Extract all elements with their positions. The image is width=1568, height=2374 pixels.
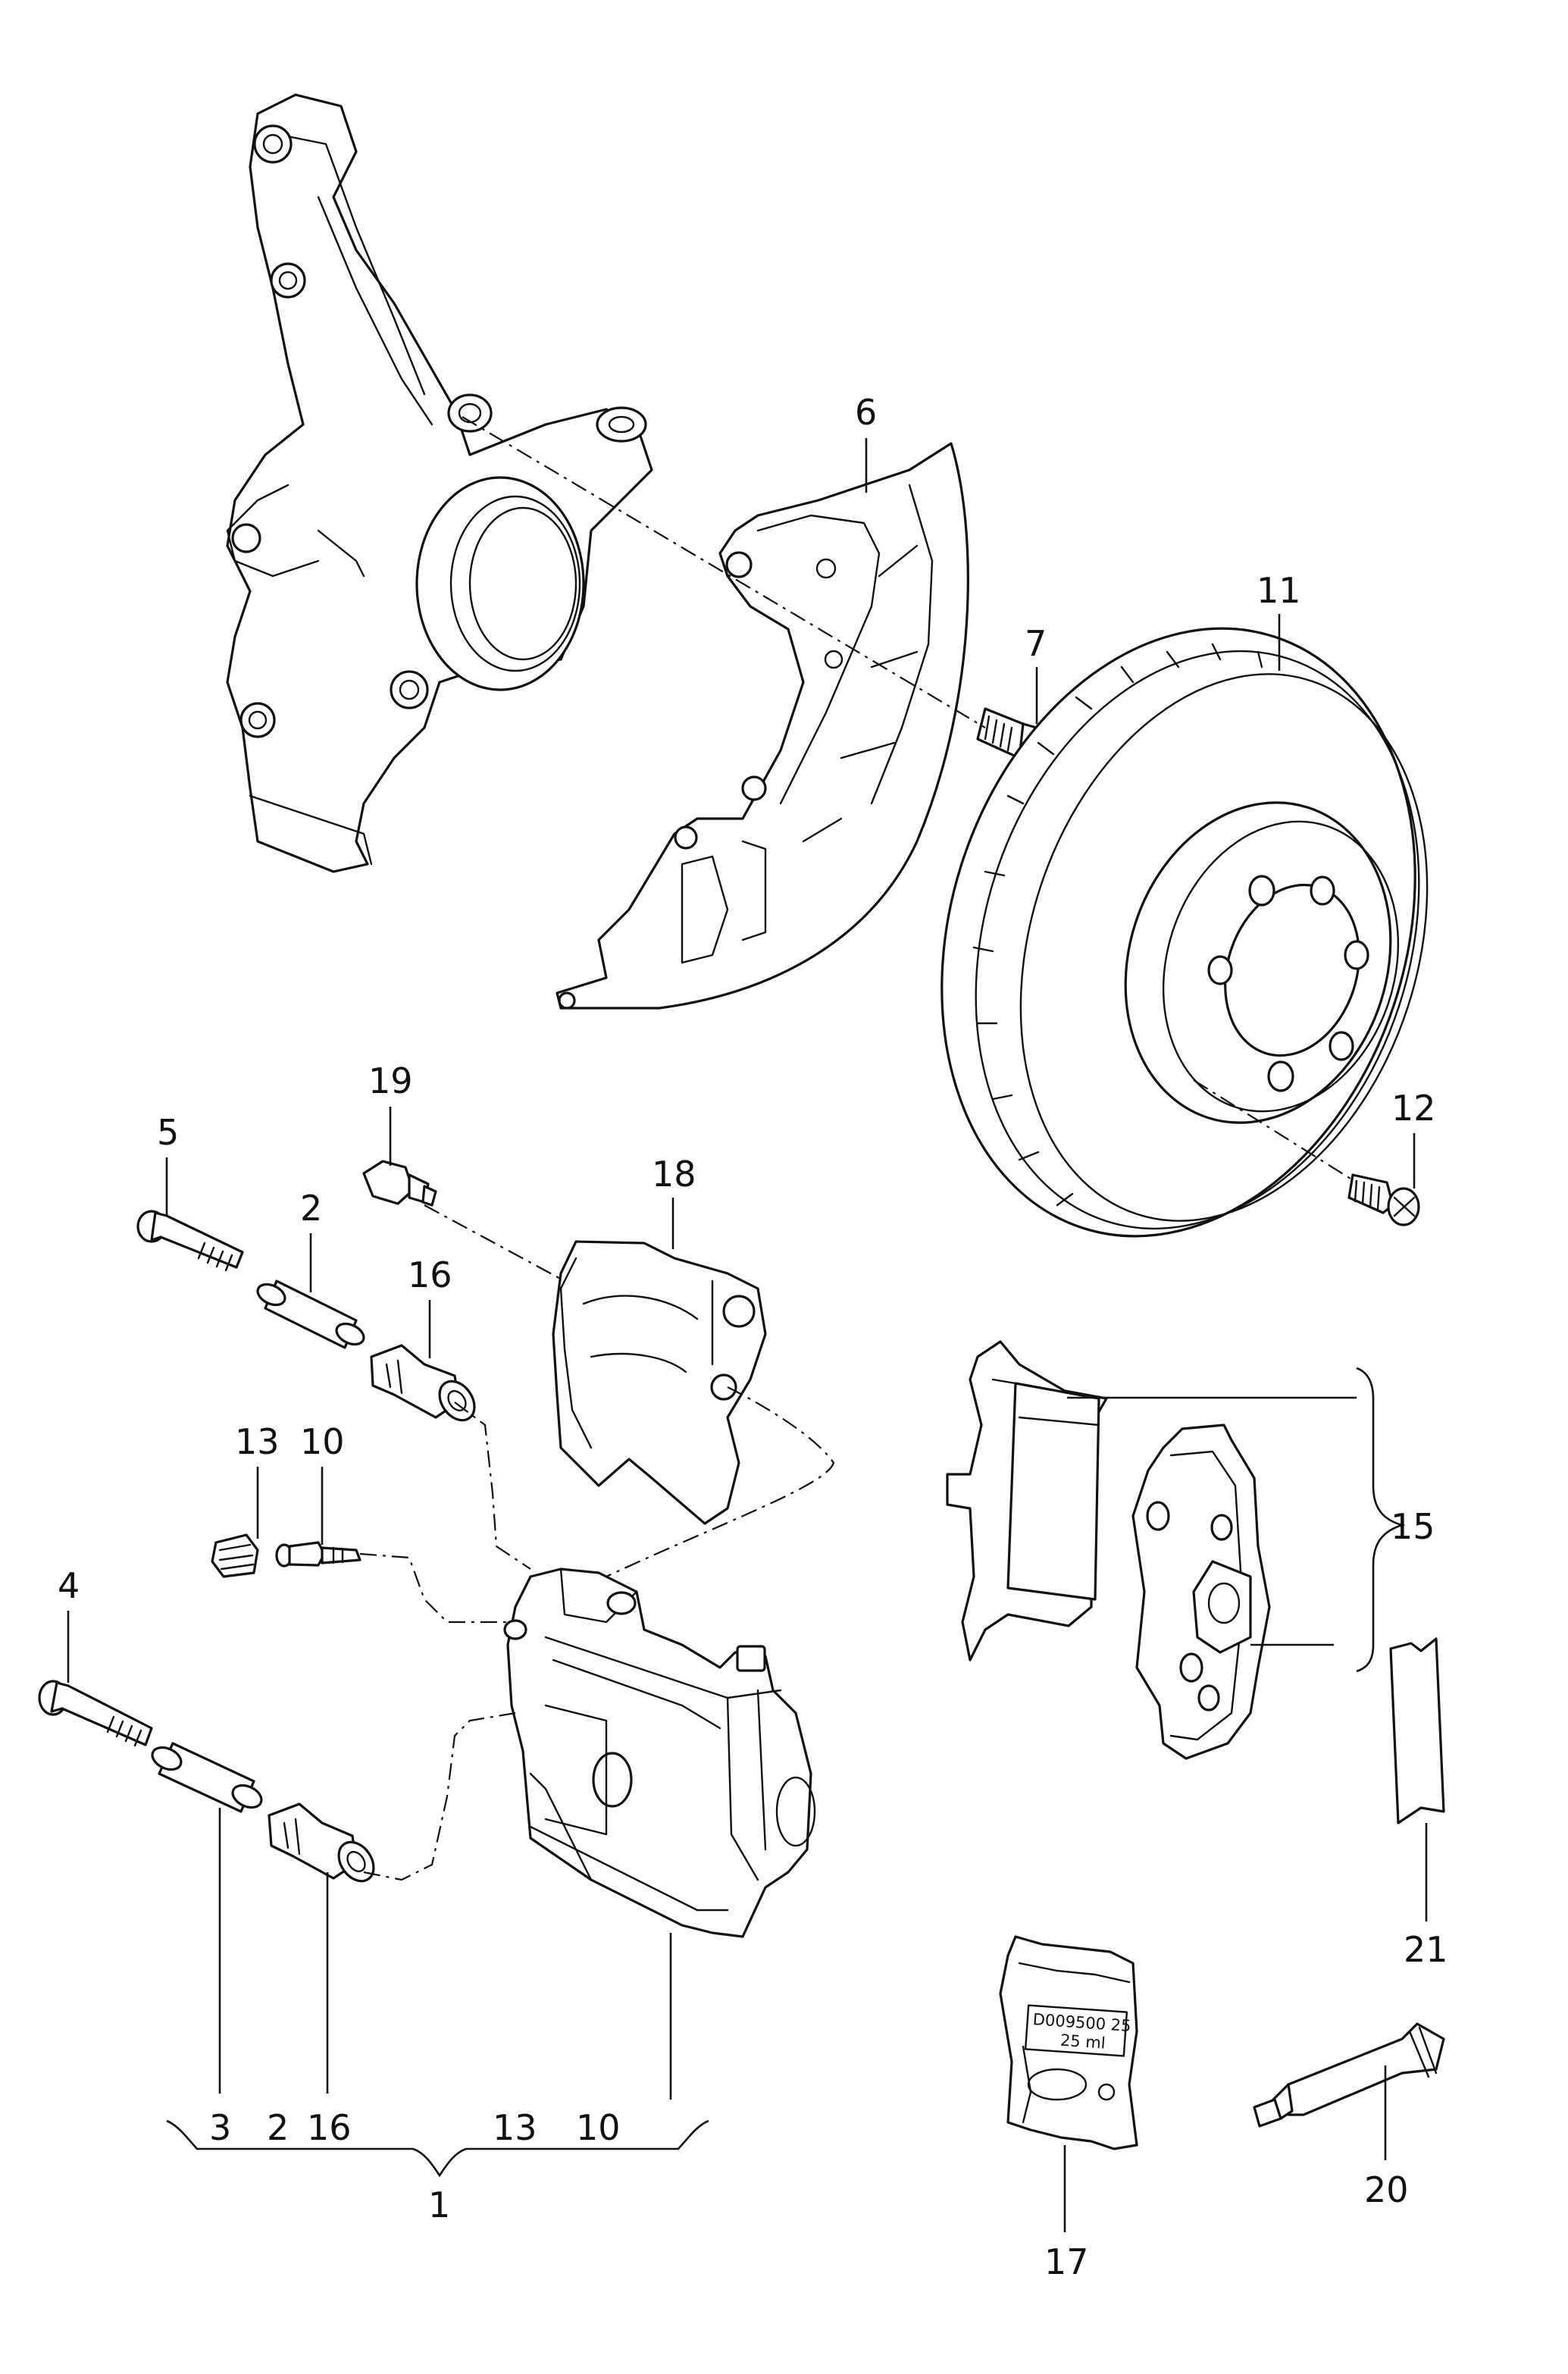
callout-21: 21 <box>1404 1929 1448 1970</box>
callout-15: 15 <box>1391 1506 1435 1547</box>
bleeder-valve-10 <box>275 1541 361 1568</box>
grease-tube <box>1253 2022 1445 2128</box>
callout-19: 19 <box>368 1060 413 1101</box>
callout-1: 1 <box>428 2185 450 2225</box>
callout-13-upper: 13 <box>235 1421 280 1462</box>
callout-2-upper: 2 <box>300 1188 322 1229</box>
grease-packet: D009500 25 25 ml <box>999 1935 1138 2150</box>
callout-16-lower: 16 <box>307 2107 352 2148</box>
guide-bolt-16-upper <box>370 1344 476 1422</box>
heat-shield <box>552 1240 767 1525</box>
brake-disc <box>940 627 1429 1238</box>
callout-4: 4 <box>58 1565 80 1606</box>
callout-5: 5 <box>157 1112 179 1153</box>
callout-6: 6 <box>855 392 877 433</box>
bolt-19 <box>362 1160 437 1207</box>
callout-3: 3 <box>209 2107 231 2148</box>
packet-volume: 25 ml <box>1059 2031 1106 2053</box>
screw-12 <box>1347 1173 1420 1226</box>
center-lines <box>359 416 1357 1881</box>
wear-indicator-strip <box>1389 1637 1445 1824</box>
bushing-2-upper <box>256 1279 365 1349</box>
brake-caliper <box>503 1568 816 1938</box>
callout-10-upper: 10 <box>300 1421 345 1462</box>
guide-bolt-16-lower <box>268 1802 375 1883</box>
callout-18: 18 <box>652 1154 696 1195</box>
callout-7: 7 <box>1025 623 1047 664</box>
callout-labels: 6 7 11 12 19 5 2 16 18 13 10 4 15 21 3 2… <box>58 392 1448 2282</box>
callout-13-lower: 13 <box>493 2107 537 2148</box>
callout-20: 20 <box>1364 2169 1409 2210</box>
bushing-2-lower <box>151 1742 263 1813</box>
callout-11: 11 <box>1257 570 1301 611</box>
callout-12: 12 <box>1391 1088 1436 1129</box>
guide-pin-4 <box>38 1680 153 1747</box>
steering-knuckle <box>226 93 653 873</box>
guide-pin-5 <box>136 1210 244 1272</box>
brake-pad-outer <box>946 1340 1108 1661</box>
dust-cap-13 <box>211 1533 259 1578</box>
leader-lines <box>67 438 1428 2232</box>
callout-16-upper: 16 <box>408 1254 452 1295</box>
callout-17: 17 <box>1044 2241 1089 2282</box>
callout-2-lower: 2 <box>267 2107 289 2148</box>
splash-shield <box>556 442 969 1010</box>
brake-pad-inner <box>1131 1423 1271 1760</box>
callout-10-lower: 10 <box>576 2107 621 2148</box>
